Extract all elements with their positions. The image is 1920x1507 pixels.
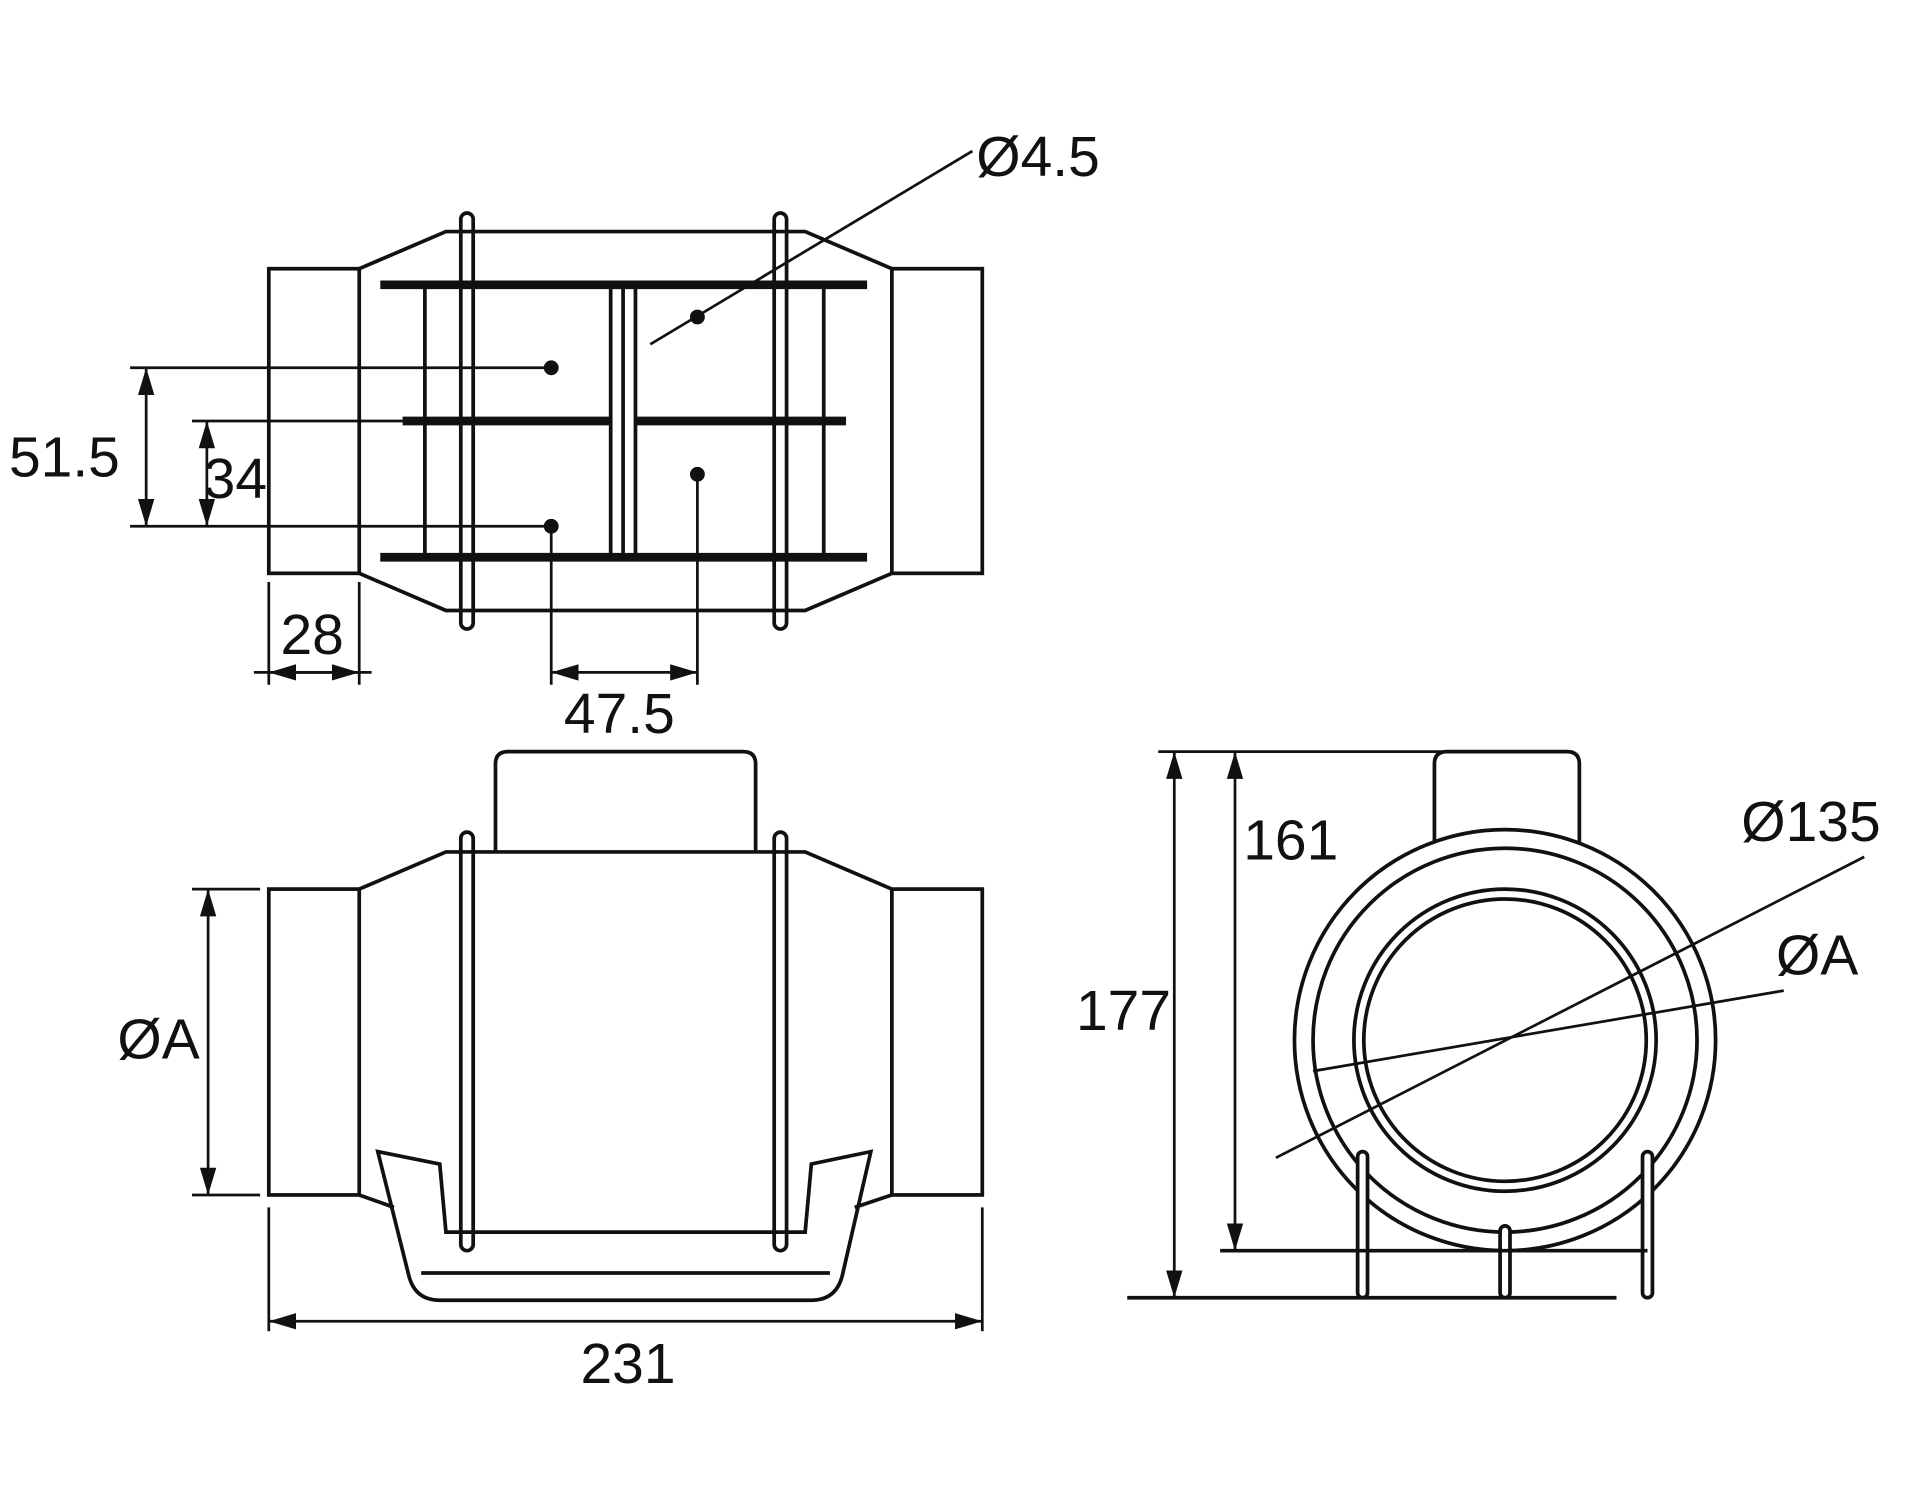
- mounting-hole: [543, 360, 559, 376]
- dim-overall-length: 231: [580, 1332, 675, 1396]
- dim-total-height: 177: [1076, 979, 1171, 1043]
- side-view: 177 161 Ø135 ØA: [1076, 749, 1881, 1300]
- dim-hole-diameter: Ø4.5: [976, 125, 1100, 189]
- dim-collar-length: 28: [280, 603, 343, 667]
- top-view: 51.5 34 28 47.5 Ø4.5: [9, 125, 1100, 746]
- dim-hole-spacing-inner: 34: [204, 447, 267, 511]
- dim-hole-spacing-outer: 51.5: [9, 426, 120, 490]
- dim-hole-spacing-horizontal: 47.5: [564, 682, 675, 746]
- dim-inlet-diameter-side: ØA: [1776, 924, 1858, 988]
- dim-axis-height: 161: [1243, 808, 1338, 872]
- front-view: ØA 231: [117, 749, 985, 1396]
- dim-outer-diameter: Ø135: [1741, 790, 1880, 854]
- dim-inlet-diameter-front: ØA: [117, 1008, 199, 1072]
